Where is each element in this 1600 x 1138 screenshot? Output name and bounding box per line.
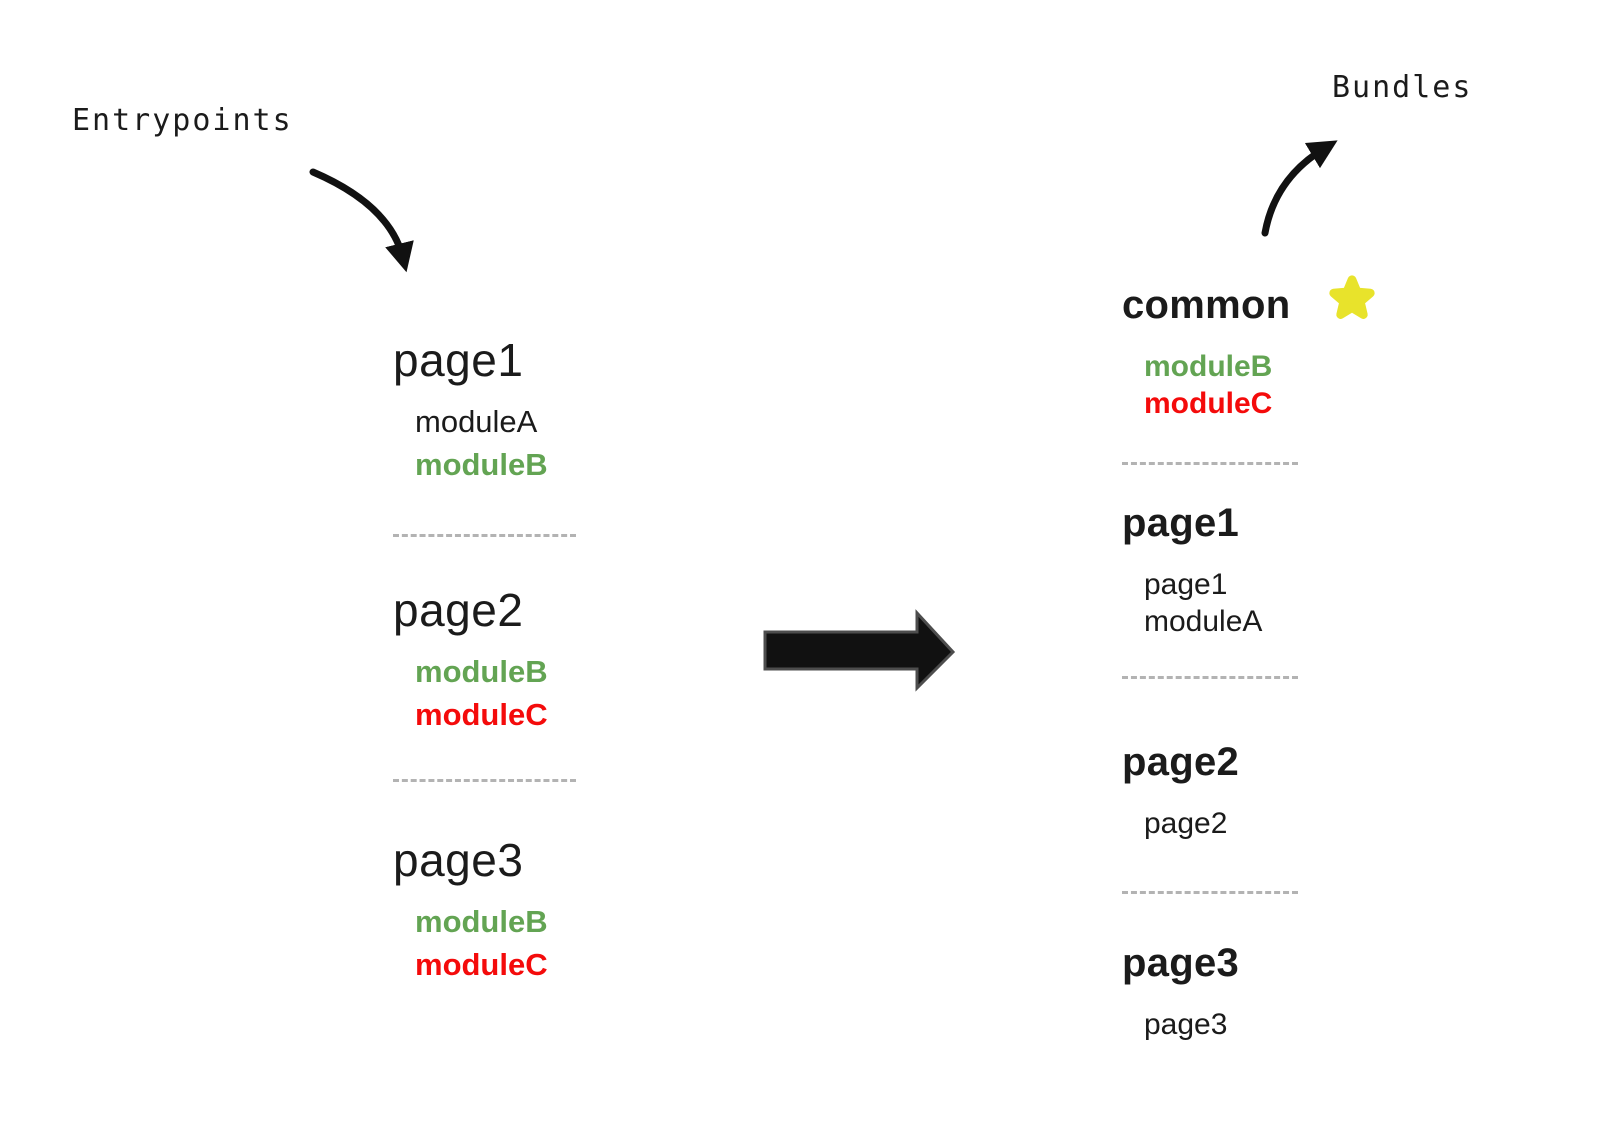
bundle-group-page1: page1 page1 moduleA: [1122, 498, 1262, 640]
module-item: moduleC: [415, 697, 548, 732]
module-list: moduleB moduleC: [415, 650, 548, 736]
module-item: moduleC: [415, 947, 548, 982]
bundle-title: page3: [1122, 941, 1240, 985]
entrypoint-title: page2: [393, 584, 524, 636]
entrypoint-group-page3: page3 moduleB moduleC: [393, 832, 548, 986]
divider: [393, 779, 576, 782]
bundles-label: Bundles: [1332, 70, 1473, 105]
bundle-title: common: [1122, 283, 1291, 327]
module-item: page1: [1144, 568, 1228, 601]
module-item: page3: [1144, 1008, 1228, 1041]
bundle-group-common: common moduleB moduleC: [1122, 280, 1290, 422]
bundle-group-page3: page3 page3: [1122, 938, 1239, 1043]
module-item: moduleB: [415, 447, 548, 482]
entrypoint-title: page3: [393, 834, 524, 886]
entrypoint-group-page2: page2 moduleB moduleC: [393, 582, 548, 736]
entrypoint-group-page1: page1 moduleA moduleB: [393, 332, 548, 486]
module-item: moduleA: [415, 404, 538, 439]
entrypoints-label: Entrypoints: [72, 103, 293, 138]
module-item: moduleB: [415, 654, 548, 689]
module-list: page2: [1144, 805, 1239, 842]
bundles-curved-arrow-icon: [1261, 140, 1338, 237]
module-item: moduleA: [1144, 605, 1263, 638]
module-item: page2: [1144, 807, 1228, 840]
entrypoints-curved-arrow-icon: [309, 168, 414, 273]
bundle-title: page1: [1122, 501, 1240, 545]
module-item: moduleB: [415, 904, 548, 939]
module-list: moduleB moduleC: [1144, 348, 1290, 422]
transform-arrow-icon: [763, 609, 956, 692]
module-item: moduleC: [1144, 387, 1273, 420]
module-list: moduleB moduleC: [415, 900, 548, 986]
divider: [1122, 676, 1298, 679]
bundle-title: page2: [1122, 740, 1240, 784]
divider: [1122, 462, 1298, 465]
divider: [1122, 891, 1298, 894]
star-icon: [1329, 275, 1375, 319]
module-item: moduleB: [1144, 350, 1273, 383]
divider: [393, 534, 576, 537]
entrypoint-title: page1: [393, 334, 524, 386]
module-list: moduleA moduleB: [415, 400, 548, 486]
module-list: page3: [1144, 1006, 1239, 1043]
module-list: page1 moduleA: [1144, 566, 1262, 640]
bundle-group-page2: page2 page2: [1122, 737, 1239, 842]
